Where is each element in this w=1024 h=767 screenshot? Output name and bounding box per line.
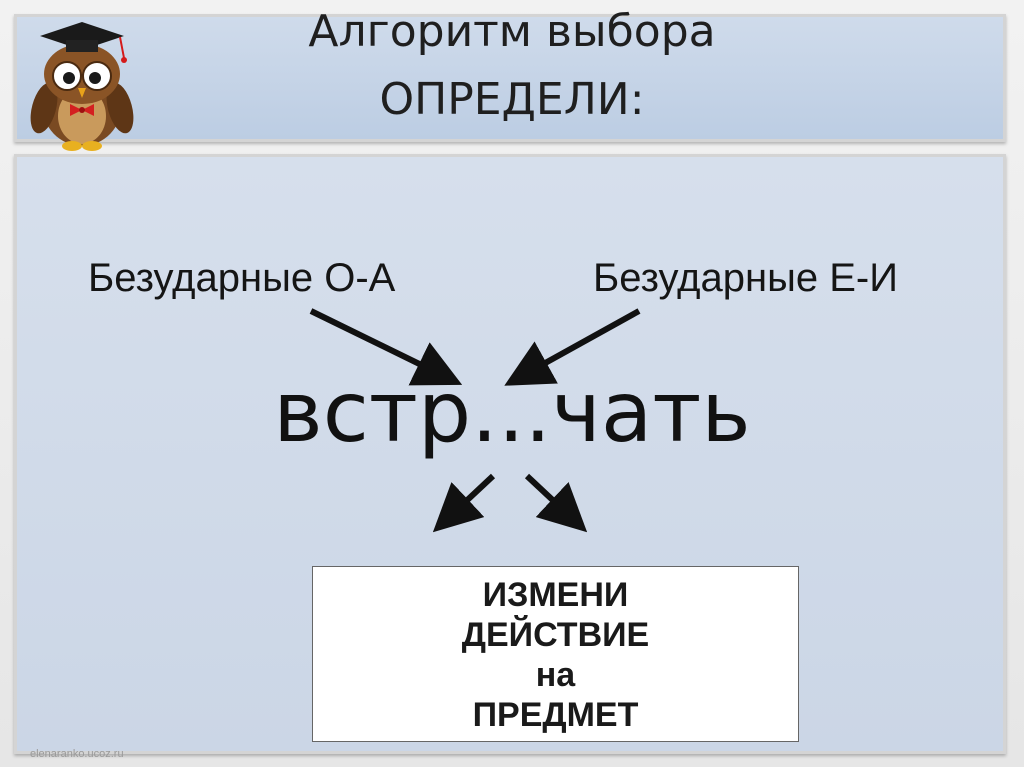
label-unstressed-o-a: Безударные О-А <box>88 256 396 300</box>
title-panel <box>14 14 1006 142</box>
label-unstressed-e-i: Безударные Е-И <box>593 256 898 300</box>
title-line-2: ОПРЕДЕЛИ: <box>379 74 645 125</box>
owl-with-graduation-cap-icon <box>30 22 134 151</box>
answer-box: ИЗМЕНИ ДЕЙСТВИЕ на ПРЕДМЕТ <box>312 566 799 742</box>
title-line-1: Алгоритм выбора <box>308 6 716 57</box>
answer-line-4: ПРЕДМЕТ <box>472 696 639 734</box>
target-word: встр...чать <box>273 363 751 461</box>
watermark: elenaranko.ucoz.ru <box>30 748 124 760</box>
answer-line-1: ИЗМЕНИ <box>482 576 629 614</box>
answer-line-2: ДЕЙСТВИЕ <box>461 616 650 654</box>
answer-line-3: на <box>535 656 576 694</box>
